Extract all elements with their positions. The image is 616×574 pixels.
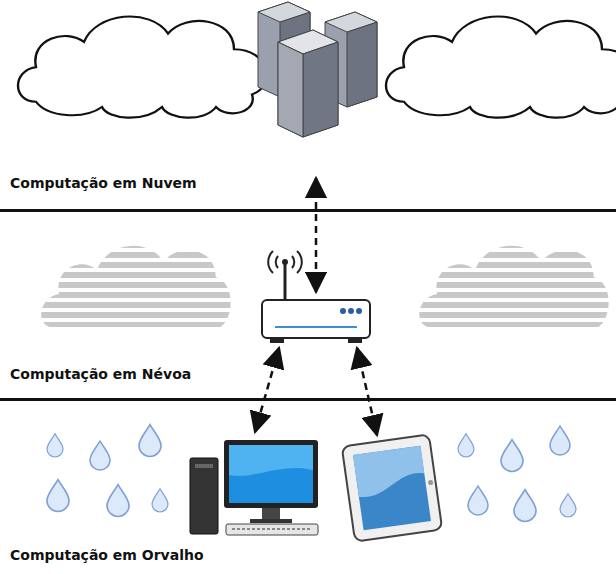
band-separator <box>0 398 616 401</box>
layer-label: Computação em Névoa <box>10 365 191 383</box>
band-separator <box>0 209 616 212</box>
server-stack <box>258 2 377 137</box>
desktop-computer <box>190 440 318 535</box>
tablet-device <box>342 434 443 541</box>
dashed-link-arrow <box>255 178 377 435</box>
dew-drop <box>47 425 576 522</box>
layer-label: Computação em Orvalho <box>10 546 204 564</box>
fog-cloud <box>40 222 616 342</box>
layer-label: Computação em Nuvem <box>10 174 197 192</box>
